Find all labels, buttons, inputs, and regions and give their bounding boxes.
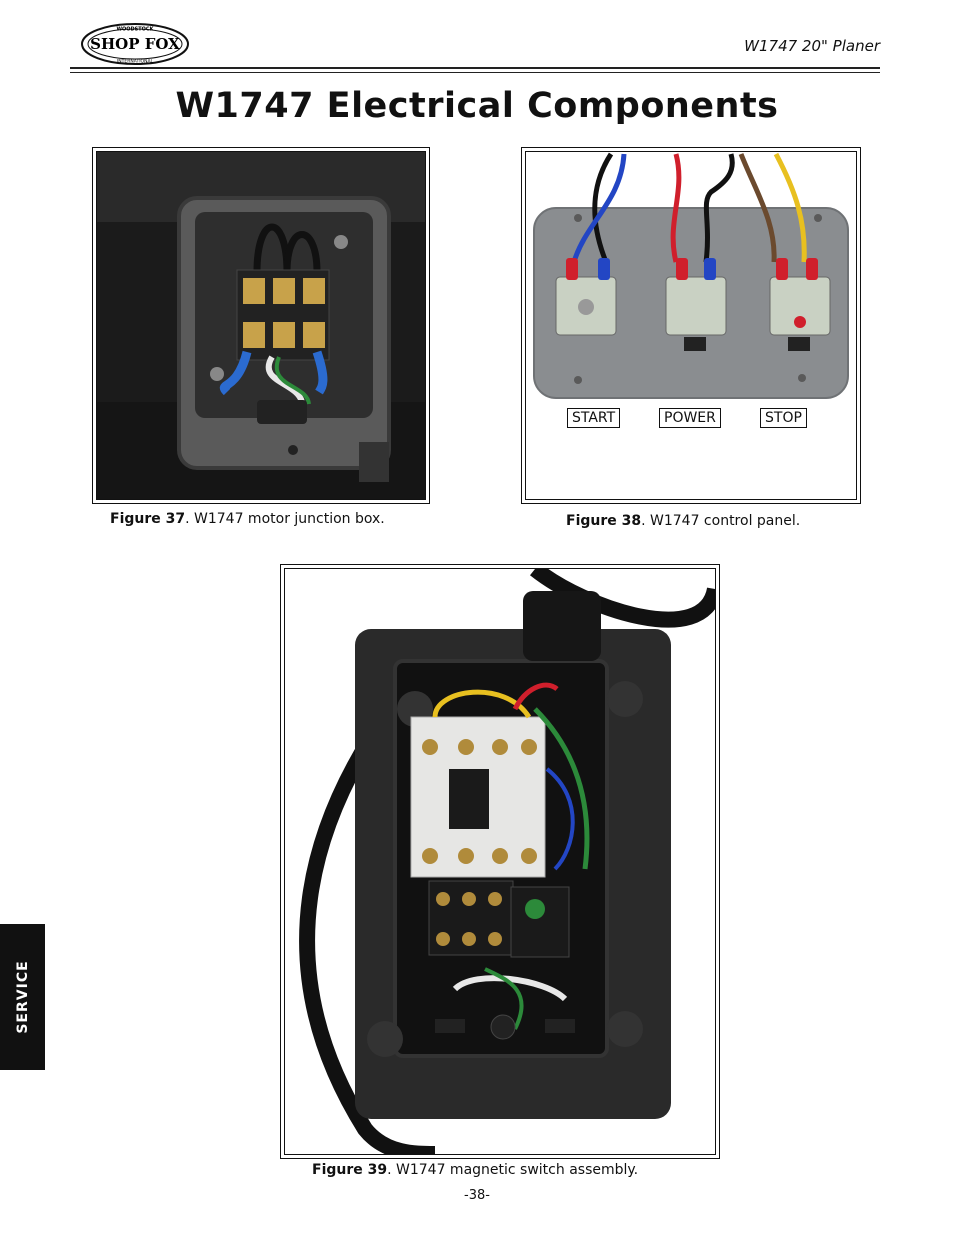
figure-39-caption: Figure 39. W1747 magnetic switch assembl… [312, 1162, 638, 1178]
header-rule-thin [70, 72, 880, 73]
figure-37-caption: Figure 37. W1747 motor junction box. [110, 511, 385, 527]
logo-ring-top: WOODSTOCK [117, 27, 155, 33]
page-heading: W1747 Electrical Components [175, 86, 779, 126]
figure-39-photo [284, 568, 716, 1155]
start-label: START [567, 408, 621, 428]
power-label: POWER [659, 408, 721, 428]
figure-37-photo [96, 151, 426, 500]
control-panel-illustration [526, 152, 856, 499]
logo-ring-bottom: INTERNATIONAL [117, 59, 154, 65]
header-rule [70, 67, 880, 69]
junction-box-illustration [97, 152, 425, 499]
logo-text: SHOP FOX [90, 35, 180, 53]
page-number: -38- [464, 1188, 490, 1203]
figure-39-text: . W1747 magnetic switch assembly. [387, 1162, 639, 1178]
figure-38-photo [525, 151, 857, 500]
stop-switch [769, 258, 831, 351]
power-switch [665, 258, 727, 351]
figure-38-frame [521, 147, 861, 504]
figure-37-label: Figure 37 [110, 511, 186, 527]
figure-37-frame [92, 147, 430, 504]
figure-38-caption: Figure 38. W1747 control panel. [566, 513, 800, 529]
stop-label: STOP [760, 408, 807, 428]
document-title: W1747 20" Planer [744, 37, 880, 55]
figure-38-label: Figure 38 [566, 513, 642, 529]
shop-fox-logo: WOODSTOCK INTERNATIONAL SHOP FOX [81, 23, 189, 65]
section-tab-label: SERVICE [14, 960, 31, 1034]
section-tab-service[interactable]: SERVICE [0, 924, 45, 1070]
figure-37-text: . W1747 motor junction box. [185, 511, 385, 527]
magnetic-switch-illustration [285, 569, 715, 1154]
figure-39-frame [280, 564, 720, 1159]
start-switch [555, 258, 617, 336]
figure-39-label: Figure 39 [312, 1162, 388, 1178]
figure-38-text: . W1747 control panel. [641, 513, 801, 529]
